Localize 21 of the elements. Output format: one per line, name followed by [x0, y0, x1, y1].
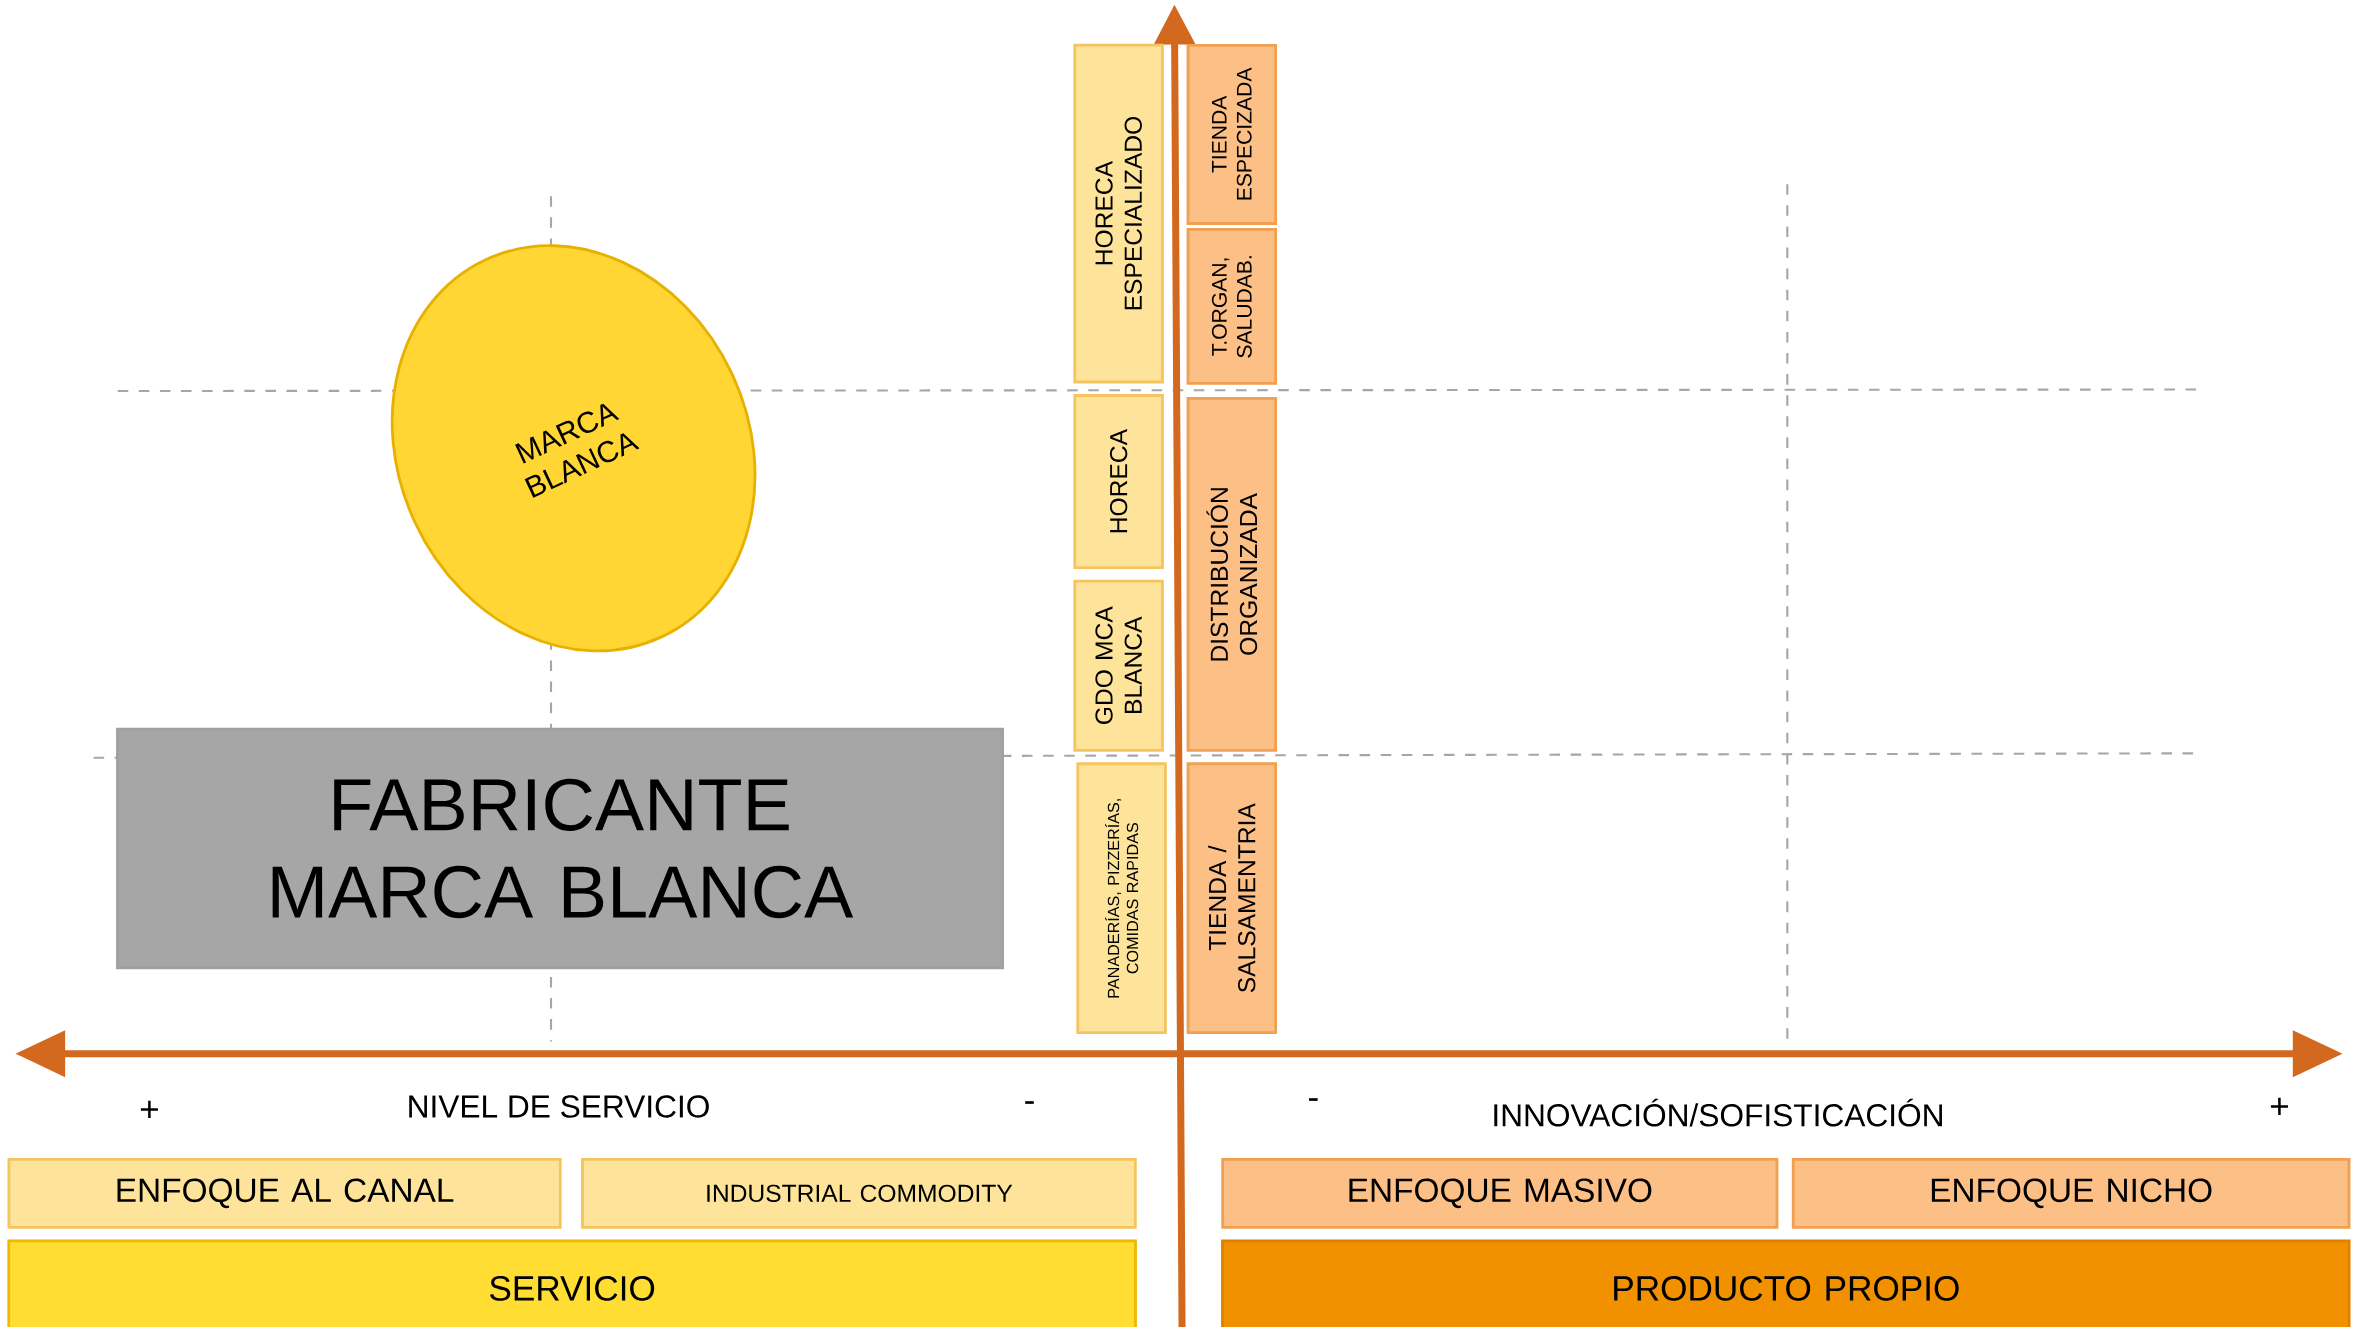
category-box: ENFOQUE AL CANAL: [7, 1157, 562, 1229]
section-bar: SERVICIO: [7, 1239, 1137, 1327]
axis-label: -: [1309, 1098, 1318, 1101]
category-box: HORECA: [1073, 394, 1164, 570]
category-box: DISTRIBUCIÓN ORGANIZADA: [1186, 397, 1278, 752]
category-box: ENFOQUE MASIVO: [1221, 1157, 1779, 1229]
category-box: TIENDA / SALSAMENTRIA: [1186, 762, 1278, 1035]
category-box: GDO MCA BLANCA: [1073, 579, 1164, 752]
axis-label: INNOVACIÓN/SOFISTICACIÓN: [1494, 1098, 1942, 1127]
category-box: ENFOQUE NICHO: [1791, 1157, 2351, 1229]
category-box: T.ORGAN, SALUDAB.: [1186, 227, 1278, 385]
axis-label: +: [2270, 1097, 2288, 1116]
section-bar: PRODUCTO PROPIO: [1221, 1239, 2351, 1327]
axis-label: -: [1025, 1101, 1034, 1104]
title-box: FABRICANTE MARCA BLANCA: [116, 727, 1004, 970]
category-box: INDUSTRIAL COMMODITY: [581, 1157, 1137, 1229]
category-box: HORECA ESPECIALIZADO: [1073, 43, 1164, 384]
axis-label: +: [140, 1100, 158, 1119]
axis-label: NIVEL DE SERVICIO: [409, 1095, 709, 1118]
category-box: PANADERÍAS, PIZZERÍAS, COMIDAS RAPIDAS: [1076, 762, 1167, 1035]
category-box: TIENDA ESPECIZADA: [1186, 43, 1278, 225]
